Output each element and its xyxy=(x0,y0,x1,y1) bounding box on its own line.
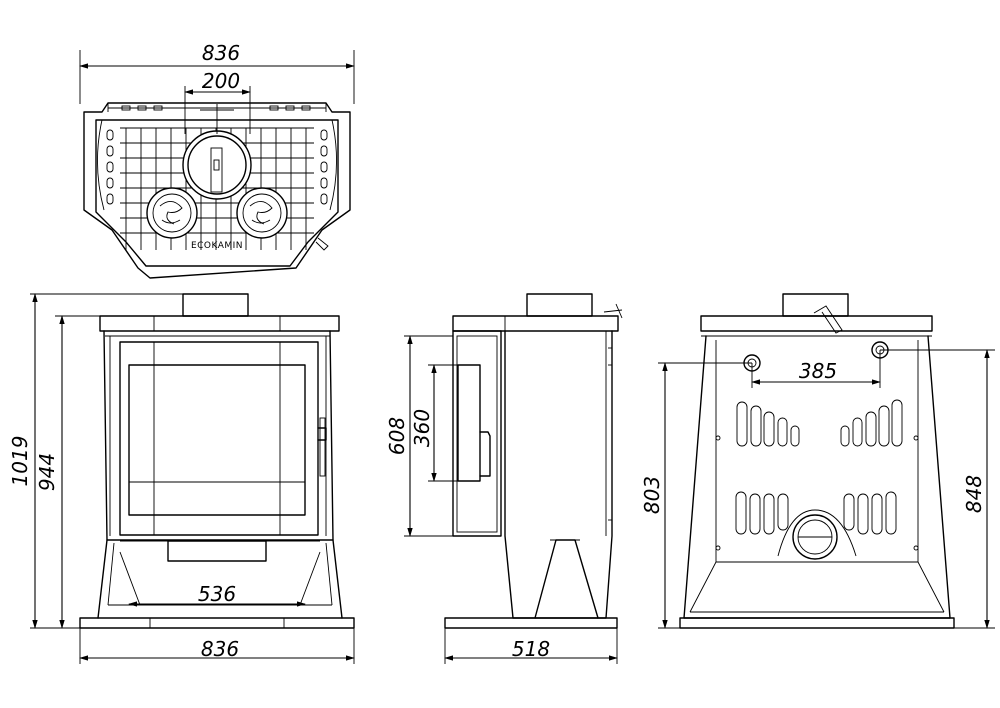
dim-rear-flue-spacing: 385 xyxy=(799,359,837,383)
dim-body-height: 944 xyxy=(35,453,59,491)
dim-top-width: 836 xyxy=(202,41,240,65)
dim-glass-height: 360 xyxy=(410,409,434,447)
dim-flue-diameter: 200 xyxy=(202,69,240,93)
side-view: 608 360 518 xyxy=(385,293,623,664)
dim-total-height: 1019 xyxy=(8,436,32,487)
dim-rear-height-left: 803 xyxy=(640,476,664,514)
dim-base-width: 836 xyxy=(201,637,239,661)
front-view: 1019 944 536 836 xyxy=(8,293,355,664)
brand-label: ECOKAMIN xyxy=(191,241,243,251)
dim-glass-width: 536 xyxy=(198,582,236,606)
dim-depth: 518 xyxy=(512,637,550,661)
top-view: 836 200 xyxy=(79,41,355,279)
dim-rear-height-right: 848 xyxy=(962,475,986,513)
dim-door-height: 608 xyxy=(385,417,409,455)
rear-view: 385 803 848 xyxy=(640,293,995,629)
